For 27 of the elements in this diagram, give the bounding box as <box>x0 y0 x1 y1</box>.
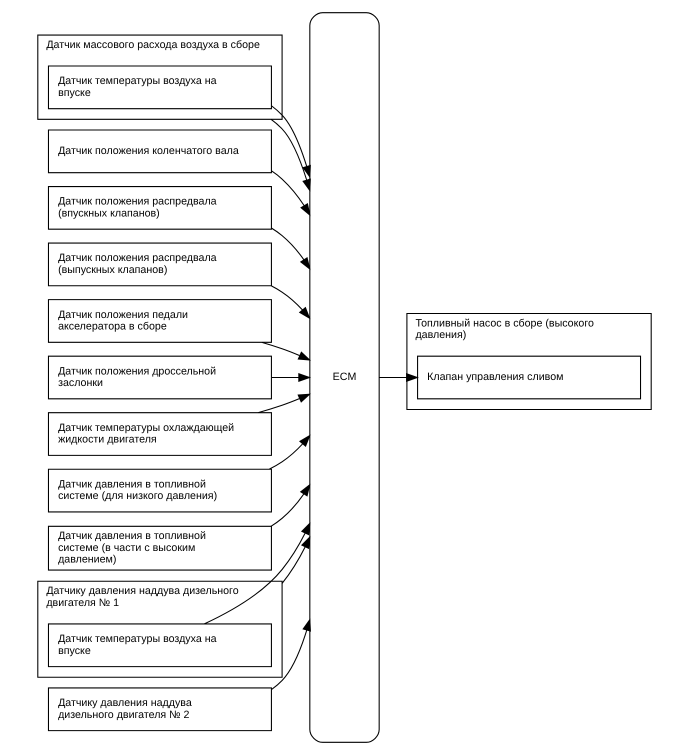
arrow <box>378 373 418 382</box>
arrow <box>261 342 311 361</box>
arrow <box>258 394 310 414</box>
node-box: Датчик положения распредвала (впускных клапанов) <box>47 186 272 230</box>
arrow <box>270 285 310 320</box>
arrow <box>204 522 310 624</box>
node-box: Датчик температуры воздуха на впуске <box>47 623 272 668</box>
node-box: Датчик положения педали акселератора в сборе <box>47 299 272 343</box>
node-box: Датчик положения распредвала (выпускных клапанов) <box>47 242 272 286</box>
node-box: Датчик давления в топливной системе (в части с высоким давлением) <box>47 526 272 571</box>
node-box: Датчик положения коленчатого вала <box>47 129 272 174</box>
node-box: ECM <box>308 12 380 743</box>
arrow <box>271 373 311 382</box>
node-box: Датчик давления в топливной системе (для низкого давления) <box>47 468 272 512</box>
node-box: Датчик положения дроссельной заслонки <box>47 356 272 400</box>
arrow <box>270 483 310 527</box>
node-box: Клапан управления сливом <box>416 356 641 400</box>
arrow <box>270 228 310 270</box>
arrow <box>270 118 310 192</box>
node-box: Датчик температуры охлаждающей жидкости двигателя <box>47 412 272 456</box>
arrow <box>271 618 310 690</box>
node-box: Датчик температуры воздуха на впуске <box>47 65 272 110</box>
arrow <box>268 434 310 470</box>
arrow <box>270 106 310 178</box>
node-box: Датчику давления наддува дизельного двигателя № 2 <box>47 687 272 732</box>
arrow <box>270 170 310 216</box>
arrow <box>281 536 310 584</box>
